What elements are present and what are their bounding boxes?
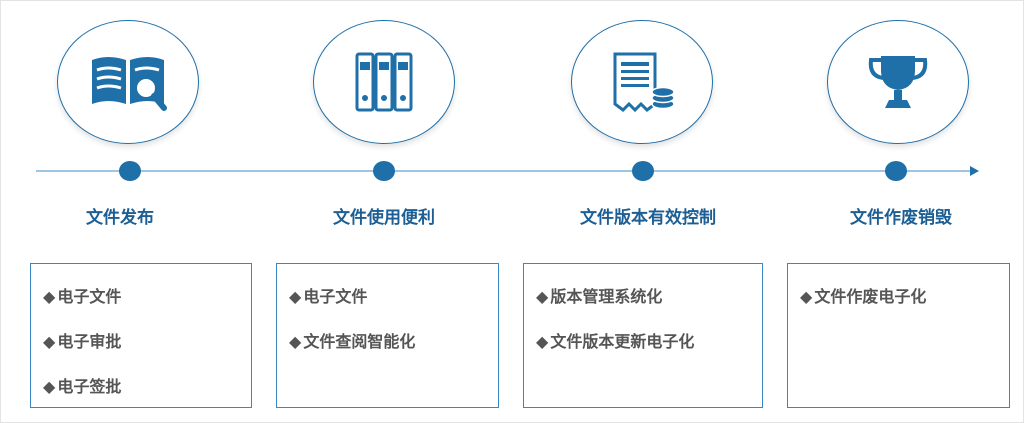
stage-2-box: ◆电子文件 ◆文件查阅智能化 [276,263,499,408]
stage-3-title: 文件版本有效控制 [580,208,716,228]
stage-1-box: ◆电子文件 ◆电子审批 ◆电子签批 [30,263,252,408]
stage-4-box: ◆文件作废电子化 [787,263,1010,408]
binders-icon [355,52,413,112]
timeline-node-4 [885,161,907,181]
timeline-node-2 [373,161,395,181]
stage-3-box: ◆版本管理系统化 ◆文件版本更新电子化 [523,263,763,408]
list-item: ◆电子文件 [289,287,368,306]
stage-1-title: 文件发布 [86,208,154,228]
list-item: ◆文件作废电子化 [800,287,927,306]
timeline-arrow [970,166,979,176]
list-item: ◆文件版本更新电子化 [536,332,695,351]
stage-4-title: 文件作废销毁 [850,208,952,228]
stage-2-circle [313,20,455,144]
stage-2-title: 文件使用便利 [333,208,435,228]
list-item: ◆电子审批 [43,332,122,351]
document-coins-icon [613,52,675,113]
list-item: ◆电子文件 [43,287,122,306]
list-item: ◆电子签批 [43,377,122,396]
list-item: ◆版本管理系统化 [536,287,663,306]
list-item: ◆文件查阅智能化 [289,332,416,351]
book-search-icon [92,57,167,111]
timeline-node-3 [632,161,654,181]
timeline-node-1 [119,161,141,181]
stage-3-circle [571,20,713,144]
stage-1-circle [57,20,199,144]
stage-4-circle [827,20,969,144]
trophy-icon [868,56,928,108]
